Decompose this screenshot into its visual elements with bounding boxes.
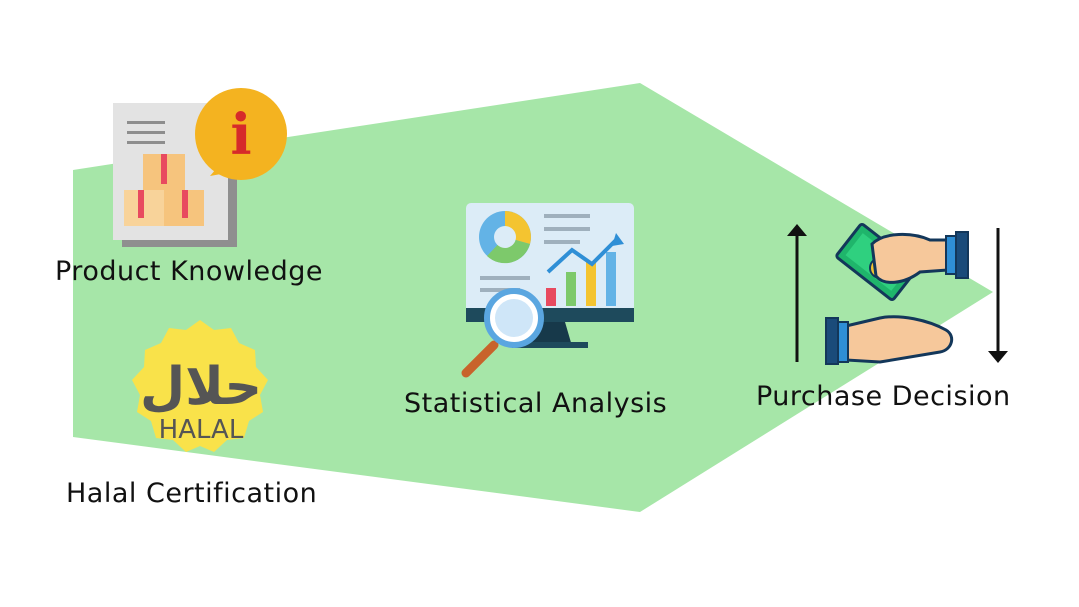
halal-certification-label: Halal Certification <box>66 478 318 509</box>
purchase-decision-label: Purchase Decision <box>756 381 1011 412</box>
document-with-info-icon: i <box>113 88 287 247</box>
halal-arabic-text: حلال <box>140 357 262 417</box>
analytics-monitor-icon <box>461 203 634 378</box>
down-arrow-icon <box>988 228 1008 363</box>
svg-text:i: i <box>230 102 251 168</box>
up-arrow-icon <box>787 224 807 362</box>
money-exchange-icon <box>825 222 969 365</box>
halal-latin-text: HALAL <box>159 415 244 445</box>
halal-badge-icon: حلال HALAL <box>132 320 268 452</box>
product-knowledge-label: Product Knowledge <box>55 256 324 287</box>
statistical-analysis-label: Statistical Analysis <box>404 388 668 419</box>
info-icon: i <box>230 102 251 168</box>
